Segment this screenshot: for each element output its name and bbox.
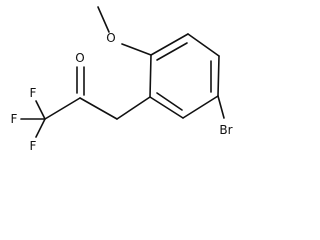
atom-label-oxygen-ether: O (106, 31, 115, 45)
ring-bond-2 (187, 33, 220, 57)
bond-ring-bromine (217, 95, 225, 119)
atom-label-oxygen-ketone: O (75, 51, 84, 65)
ring-double-bond-inner-1 (156, 42, 188, 61)
bond-c-f-bottom (35, 118, 46, 138)
bond-methyl-oxygen (97, 6, 110, 33)
atom-label-fluorine-bottom: F (30, 139, 37, 153)
bond-ch2-carbonyl (79, 97, 118, 120)
ring-bond-4 (182, 95, 219, 119)
chemical-structure-diagram: O O Br F F F (11, 6, 233, 153)
bond-c-f-top (35, 100, 46, 120)
bond-carbonyl-cf3 (44, 97, 81, 120)
ring-bond-6 (149, 54, 152, 98)
ring-bond-3 (217, 55, 220, 97)
bond-ring-ch2 (116, 96, 151, 120)
bond-oxygen-ring (121, 43, 152, 56)
ring-bond-5 (149, 96, 184, 119)
ring-bond-1 (150, 33, 189, 56)
atom-label-bromine: Br (219, 123, 232, 137)
atom-label-fluorine-top: F (30, 86, 37, 100)
ring-double-bond-inner-3 (156, 92, 183, 111)
atom-label-fluorine-left: F (11, 112, 18, 126)
